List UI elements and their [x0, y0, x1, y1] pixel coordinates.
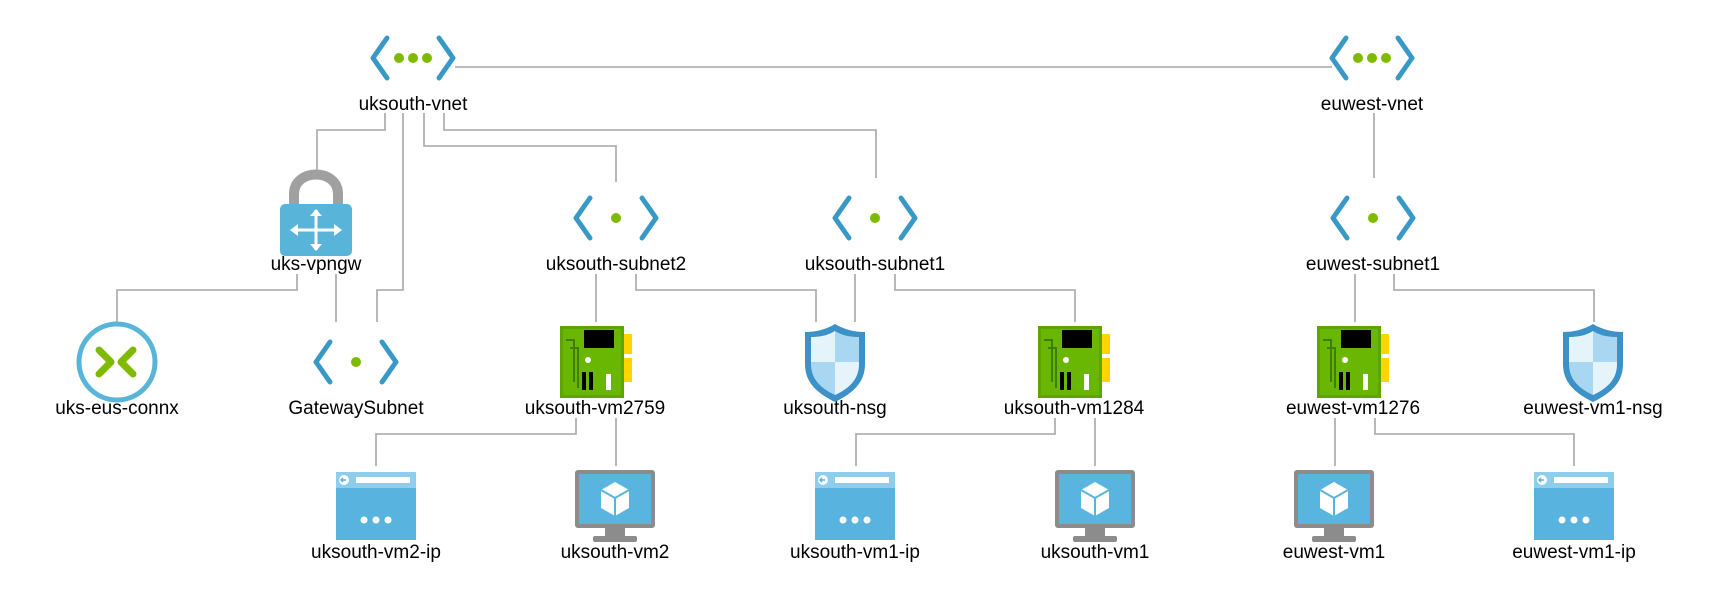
node-label-euwest-vm1[interactable]: euwest-vm1 — [1282, 542, 1386, 563]
node-label-uks-vpngw[interactable]: uks-vpngw — [270, 254, 362, 275]
node-label-uksouth-nsg[interactable]: uksouth-nsg — [783, 398, 887, 419]
connector-uksouth-vm1284-to-uksouth-vm1-ip — [855, 418, 1056, 466]
virtual-machine-icon[interactable] — [1054, 469, 1136, 543]
connector-euwest-subnet1-to-euwest-vm1-nsg — [1393, 274, 1595, 322]
connector-uksouth-vnet-to-gateway-subnet — [376, 113, 404, 322]
public-ip-icon[interactable] — [814, 471, 896, 541]
connector-uksouth-vnet-to-uks-vpngw — [316, 113, 386, 172]
nsg-shield-icon[interactable] — [805, 324, 865, 402]
nic-icon[interactable] — [1037, 325, 1111, 399]
connection-icon[interactable] — [79, 324, 155, 400]
connector-uks-vpngw-to-uks-eus-connx — [116, 274, 298, 322]
node-label-uksouth-vm2759[interactable]: uksouth-vm2759 — [524, 398, 666, 419]
node-label-uksouth-vm1-ip[interactable]: uksouth-vm1-ip — [790, 542, 920, 563]
virtual-machine-icon[interactable] — [574, 469, 656, 543]
vnet-icon[interactable] — [373, 38, 453, 78]
node-label-euwest-vnet[interactable]: euwest-vnet — [1320, 94, 1424, 115]
public-ip-icon[interactable] — [335, 471, 417, 541]
nic-icon[interactable] — [559, 325, 633, 399]
subnet-icon[interactable] — [316, 342, 396, 382]
connector-lines — [116, 66, 1595, 466]
vpn-gateway-icon[interactable] — [280, 175, 352, 257]
connector-euwest-vm1276-to-euwest-vm1-ip — [1374, 418, 1575, 466]
virtual-machine-icon[interactable] — [1293, 469, 1375, 543]
node-label-uks-eus-connx[interactable]: uks-eus-connx — [55, 398, 179, 419]
vnet-icon[interactable] — [1332, 38, 1412, 78]
connector-uksouth-subnet2-to-uksouth-nsg — [635, 274, 817, 322]
node-label-euwest-vm1276[interactable]: euwest-vm1276 — [1285, 398, 1421, 419]
node-label-euwest-vm1-nsg[interactable]: euwest-vm1-nsg — [1523, 398, 1663, 419]
connector-uksouth-subnet1-to-uksouth-vm1284 — [894, 274, 1076, 322]
node-label-uksouth-vm1[interactable]: uksouth-vm1 — [1040, 542, 1150, 563]
subnet-icon[interactable] — [835, 198, 915, 238]
subnet-icon[interactable] — [1333, 198, 1413, 238]
node-label-euwest-subnet1[interactable]: euwest-subnet1 — [1305, 254, 1441, 275]
node-label-uksouth-vm2[interactable]: uksouth-vm2 — [560, 542, 670, 563]
node-label-uksouth-vm1284[interactable]: uksouth-vm1284 — [1003, 398, 1145, 419]
connector-uksouth-vnet-to-uksouth-subnet1 — [443, 113, 877, 178]
nsg-shield-icon[interactable] — [1563, 324, 1623, 402]
node-label-gatewaysubnet[interactable]: GatewaySubnet — [288, 398, 424, 419]
node-label-uksouth-subnet2[interactable]: uksouth-subnet2 — [545, 254, 687, 275]
nic-icon[interactable] — [1316, 325, 1390, 399]
public-ip-icon[interactable] — [1533, 471, 1615, 541]
connector-uksouth-vm2759-to-uksouth-vm2-ip — [375, 418, 577, 466]
node-label-uksouth-vnet[interactable]: uksouth-vnet — [358, 94, 468, 115]
node-label-uksouth-subnet1[interactable]: uksouth-subnet1 — [804, 254, 946, 275]
node-label-uksouth-vm2-ip[interactable]: uksouth-vm2-ip — [311, 542, 441, 563]
connector-uksouth-vnet-to-uksouth-subnet2 — [423, 113, 617, 182]
node-label-euwest-vm1-ip[interactable]: euwest-vm1-ip — [1512, 542, 1636, 563]
subnet-icon[interactable] — [576, 198, 656, 238]
